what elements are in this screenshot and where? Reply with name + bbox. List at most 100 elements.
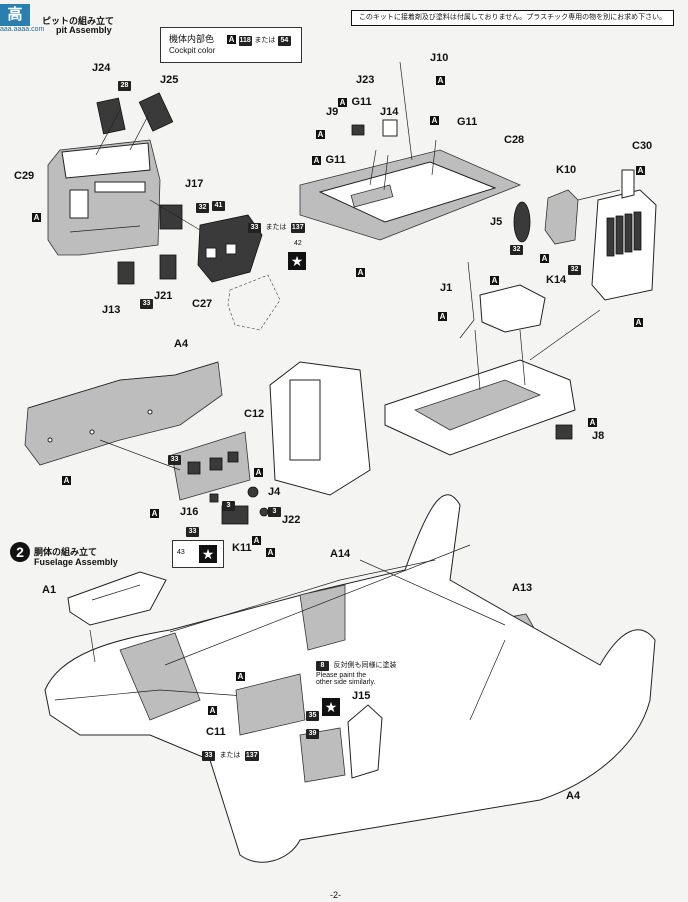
label-j14: J14: [380, 106, 399, 118]
label-j1: J1: [440, 282, 453, 294]
label-g11a-wrap: A G11: [338, 92, 372, 110]
label-j23: J23: [356, 74, 375, 86]
a-marker-j10: A: [436, 70, 445, 88]
code-32c: 32: [568, 258, 581, 276]
code-3b-box: 3: [222, 501, 235, 511]
decal-outline-area: [227, 274, 281, 331]
a-box-3: A: [338, 98, 347, 107]
a-box-1: A: [32, 213, 41, 222]
code-33d: 33: [186, 520, 199, 538]
a-marker-k11: A: [252, 530, 261, 548]
a-box-13: A: [62, 476, 71, 485]
code-118: 118: [238, 36, 252, 46]
a-marker-j1: A: [438, 306, 447, 324]
page-number: -2-: [330, 890, 341, 900]
code-137-box: 137: [290, 223, 305, 233]
code-33-box: 33: [248, 223, 261, 233]
label-k10: K10: [556, 164, 577, 176]
seat-back-c30: [591, 169, 657, 301]
part-j5: [513, 201, 531, 243]
a-marker-c30-top: A: [636, 160, 645, 178]
code-28-box: 28: [118, 81, 131, 91]
label-a13: A13: [512, 582, 533, 594]
a-box-10: A: [634, 318, 643, 327]
part-j17: [159, 204, 183, 230]
a-marker-j8: A: [588, 412, 597, 430]
code-35-box: 35: [306, 711, 319, 721]
a-box-6: A: [312, 156, 321, 165]
step2-title-jp: 胴体の組み立て: [34, 547, 98, 557]
code-or-2: または: [265, 224, 287, 231]
a-marker-k14: A: [490, 270, 499, 288]
color-jp: 機体内部色: [169, 34, 215, 44]
code-33e-box: 33: [202, 751, 215, 761]
a-box-5: A: [316, 130, 325, 139]
a-marker-k10: A: [540, 248, 549, 266]
label-j4: J4: [268, 486, 281, 498]
label-a4-step1: A4: [174, 338, 189, 350]
paint-note: 8 反対側も同様に塗装 Please paint the other side …: [316, 654, 396, 688]
a-box-8: A: [636, 166, 645, 175]
code-42: 42: [294, 240, 302, 247]
fuselage-half-a4-step1: [24, 361, 223, 466]
a-box-7: A: [356, 268, 365, 277]
a-marker-j14: A: [430, 110, 439, 128]
star-icon-2: ★: [199, 545, 217, 563]
label-j17: J17: [185, 178, 204, 190]
a-marker-j9: A: [316, 124, 325, 142]
panel-a1: [67, 571, 167, 626]
code-32c-box: 32: [568, 265, 581, 275]
a-box-18: A: [588, 418, 597, 427]
code-32b: 32: [510, 238, 523, 256]
a-box-19: A: [236, 672, 245, 681]
label-g11b: G11: [457, 116, 478, 128]
code-box-a: A: [227, 35, 236, 44]
code-8: 8: [316, 661, 329, 671]
code-33b-box: 33: [140, 299, 153, 309]
star-marker-j15: ★: [322, 698, 340, 717]
label-c27: C27: [192, 298, 213, 310]
a-marker-c29: A: [32, 207, 41, 225]
label-j24: J24: [92, 62, 111, 74]
glue-paint-notice: このキットに接着剤及び塗料は付属しておりません。プラスチック専用の物を別にお求め…: [351, 10, 674, 26]
label-a14: A14: [330, 548, 351, 560]
code-33-137b: 33 または 137: [202, 744, 259, 762]
cockpit-side-panel-c29: [47, 139, 161, 256]
star-icon: ★: [288, 252, 306, 270]
label-a1: A1: [42, 584, 57, 596]
label-g11a: G11: [351, 96, 372, 108]
step2-title-en: Fuselage Assembly: [34, 557, 118, 567]
a-box-17: A: [266, 548, 275, 557]
label-k11: K11: [232, 542, 252, 554]
part-j1: [459, 261, 475, 339]
a-box-2: A: [436, 76, 445, 85]
star-icon-3: ★: [322, 698, 340, 716]
label-j13: J13: [102, 304, 121, 316]
decal-marker-43: 43 ★: [172, 540, 224, 568]
code-33d-box: 33: [186, 527, 199, 537]
a-marker-c11: A: [208, 700, 217, 718]
a-marker-c12: A: [254, 462, 263, 480]
a-marker-j16: A: [150, 503, 159, 521]
step1-title-jp: ピットの組み立て: [42, 16, 115, 26]
label-k14: K14: [546, 274, 567, 286]
logo-glyph: 高: [0, 4, 30, 26]
color-en: Cockpit color: [169, 46, 216, 55]
code-or: または: [254, 37, 276, 44]
watermark-logo: 高 aaa.aaaa.com: [0, 4, 44, 33]
label-j15: J15: [352, 690, 371, 702]
code-33c: 33: [168, 448, 181, 466]
code-3a-box: 3: [268, 507, 281, 517]
paint-note-jp: 反対側も同様に塗装: [333, 662, 397, 669]
label-j10: J10: [430, 52, 449, 64]
a-box-15: A: [150, 509, 159, 518]
code-or-3: または: [219, 752, 241, 759]
code-137b-box: 137: [244, 751, 259, 761]
cockpit-color-callout: 機体内部色 Cockpit color A 118 または 54: [160, 27, 302, 63]
code-54: 54: [277, 36, 291, 46]
code-41: 41: [212, 194, 225, 212]
code-33b: 33: [140, 292, 153, 310]
label-j9: J9: [326, 106, 339, 118]
a-marker-k11b: A: [266, 542, 275, 560]
